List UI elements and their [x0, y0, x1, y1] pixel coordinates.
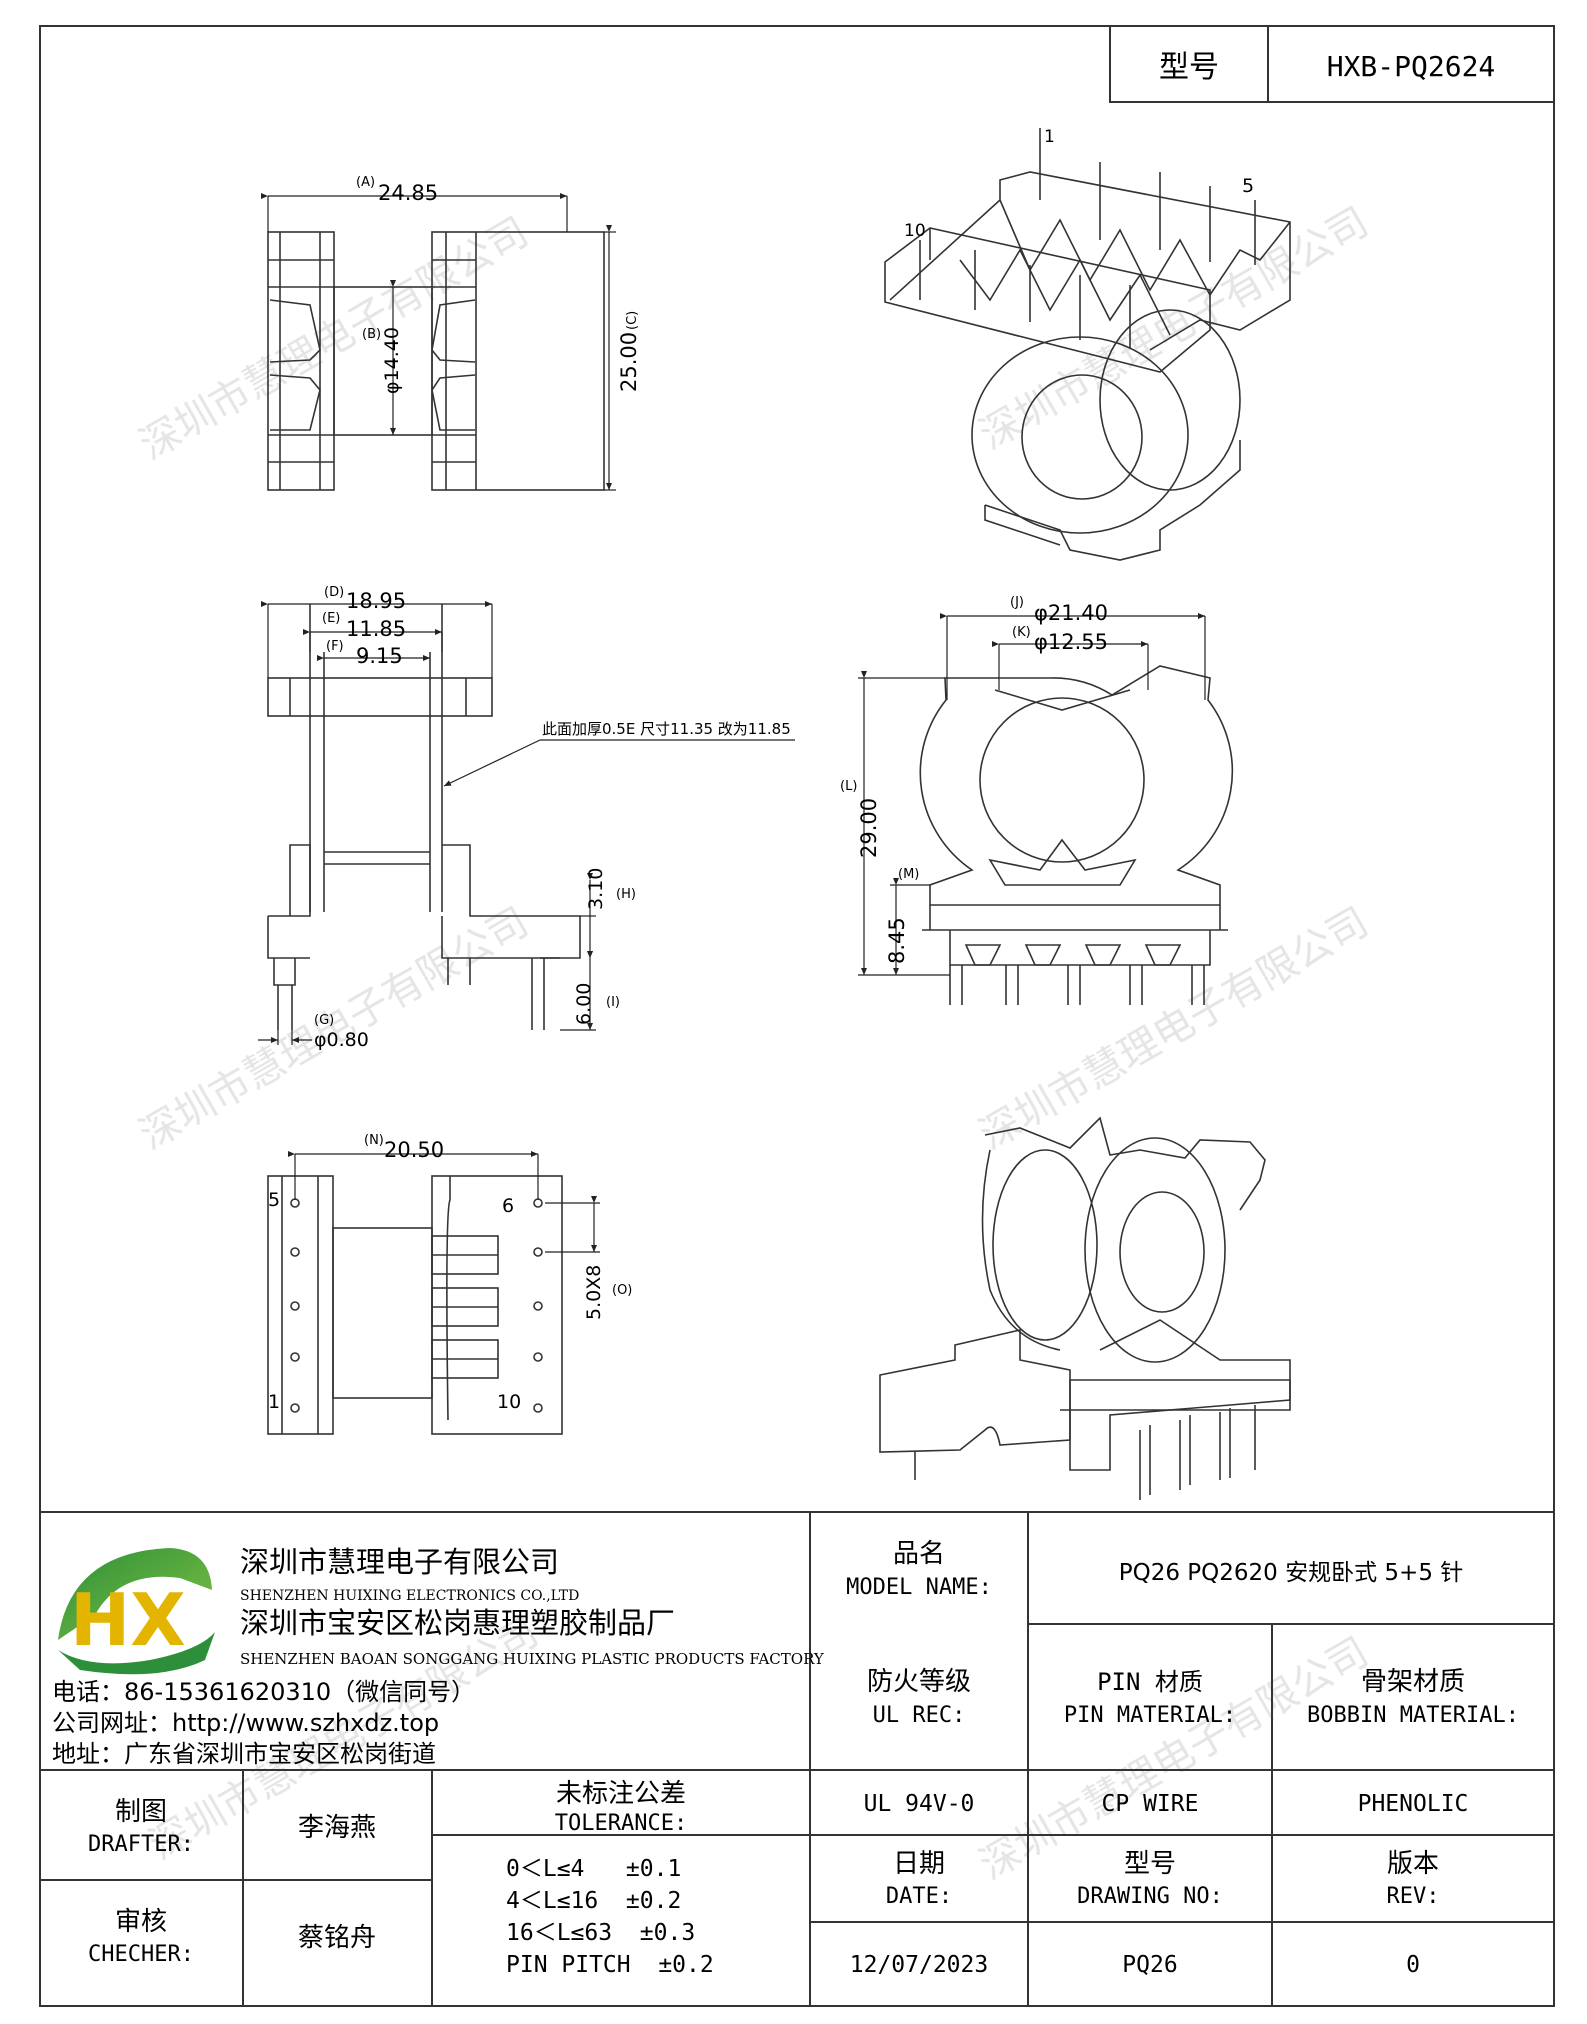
- top-view-dimensions: [261, 193, 616, 491]
- pin-material-label-cn: PIN 材质: [1097, 1668, 1203, 1696]
- rev-value: 0: [1406, 1952, 1420, 1978]
- dim-e-value: 11.85: [346, 617, 406, 641]
- tolerance-label-cn: 未标注公差: [556, 1779, 686, 1809]
- date-label-cn: 日期: [893, 1849, 945, 1879]
- rev-label-en: REV:: [1387, 1884, 1440, 1909]
- iso-pin-10: 10: [904, 221, 926, 241]
- rev-label-cn: 版本: [1387, 1849, 1439, 1879]
- iso-pin-1: 1: [1044, 127, 1055, 147]
- drafter-label-en: DRAFTER:: [88, 1832, 194, 1857]
- dim-l-value: 29.00: [857, 798, 881, 858]
- dim-n-value: 20.50: [384, 1138, 444, 1162]
- pin-label-5: 5: [268, 1189, 280, 1211]
- header-model-value: HXB-PQ2624: [1327, 50, 1496, 83]
- dim-m-value: 8.45: [885, 917, 909, 964]
- drawing-no-label-en: DRAWING NO:: [1077, 1884, 1223, 1909]
- dim-n-tag: (N): [364, 1133, 384, 1148]
- drawing-no-label-cn: 型号: [1124, 1849, 1176, 1879]
- watermark-2: 深圳市慧理电子有限公司: [972, 199, 1376, 459]
- dim-e-tag: (E): [322, 611, 340, 626]
- header-model-box: 型号 HXB-PQ2624: [1109, 25, 1555, 103]
- bobbin-material-value: PHENOLIC: [1358, 1791, 1469, 1817]
- checker-label-en: CHECHER:: [88, 1942, 194, 1967]
- watermark-4: 深圳市慧理电子有限公司: [972, 899, 1376, 1159]
- ul-label-en: UL REC:: [873, 1703, 966, 1728]
- dim-l-tag: (L): [840, 779, 857, 794]
- tolerance-label-en: TOLERANCE:: [555, 1811, 687, 1836]
- dim-d-value: 18.95: [346, 589, 406, 613]
- drafter-label-cn: 制图: [115, 1797, 167, 1827]
- dim-a-tag: (A): [356, 175, 375, 190]
- date-value: 12/07/2023: [850, 1952, 988, 1978]
- factory-name-en: SHENZHEN BAOAN SONGGANG HUIXING PLASTIC …: [240, 1650, 825, 1668]
- bottom-view: [267, 1175, 563, 1435]
- dim-j-tag: (J): [1010, 595, 1024, 610]
- dim-g-value: φ0.80: [314, 1029, 369, 1051]
- top-view: [267, 231, 605, 491]
- company-website: 公司网址：http://www.szhxdz.top: [52, 1709, 439, 1737]
- iso-bottom-view: [879, 1116, 1291, 1500]
- tolerance-row-3: 16＜L≤63 ±0.3: [506, 1920, 695, 1946]
- checker-label-cn: 审核: [115, 1907, 167, 1937]
- logo-text: HX: [70, 1578, 186, 1662]
- dim-d-tag: (D): [324, 585, 344, 600]
- sheet-border: [39, 25, 1555, 2007]
- dim-c-value: 25.00: [617, 332, 641, 392]
- drawing-no-value: PQ26: [1122, 1952, 1177, 1978]
- iso-top-view: [884, 128, 1291, 561]
- dim-f-tag: (F): [326, 639, 344, 654]
- company-phone: 电话：86-15361620310（微信同号）: [52, 1678, 475, 1706]
- checker-value: 蔡铭舟: [298, 1923, 376, 1953]
- side-view-note: 此面加厚0.5E 尺寸11.35 改为11.85: [542, 720, 791, 738]
- tolerance-row-2: 4＜L≤16 ±0.2: [506, 1888, 681, 1914]
- pin-label-6: 6: [502, 1195, 514, 1217]
- date-label-en: DATE:: [886, 1884, 952, 1909]
- ul-value: UL 94V-0: [864, 1791, 975, 1817]
- company-logo: HX: [58, 1548, 215, 1675]
- dim-h-value: 3.10: [585, 868, 607, 910]
- pin-material-value: CP WIRE: [1102, 1791, 1199, 1817]
- pin-label-10: 10: [497, 1391, 521, 1413]
- factory-name-cn: 深圳市宝安区松岗惠理塑胶制品厂: [240, 1606, 675, 1640]
- model-name-label-cn: 品名: [893, 1539, 945, 1569]
- company-name-en: SHENZHEN HUIXING ELECTRONICS CO.,LTD: [240, 1588, 579, 1604]
- dim-i-tag: (I): [606, 995, 620, 1010]
- front-view-pins: [949, 944, 1205, 1005]
- pin-material-label-en: PIN MATERIAL:: [1064, 1703, 1236, 1728]
- tolerance-row-1: 0＜L≤4 ±0.1: [506, 1856, 681, 1882]
- dim-o-tag: (O): [612, 1283, 632, 1298]
- dim-i-value: 6.00: [573, 983, 595, 1025]
- pin-label-1: 1: [268, 1391, 280, 1413]
- bobbin-material-label-cn: 骨架材质: [1361, 1667, 1465, 1697]
- dim-a-value: 24.85: [378, 181, 438, 205]
- dim-b-tag: (B): [362, 327, 381, 342]
- dim-h-tag: (H): [616, 887, 636, 902]
- header-model-label: 型号: [1159, 50, 1219, 85]
- dim-b-value: φ14.40: [381, 327, 403, 394]
- dim-o-value: 5.0X8: [583, 1265, 605, 1320]
- title-block-grid: [40, 1511, 1554, 2006]
- dim-c-tag: (C): [625, 311, 640, 330]
- front-view: [919, 665, 1234, 1005]
- model-name-value: PQ26 PQ2620 安规卧式 5+5 针: [1119, 1560, 1464, 1586]
- side-view-dimensions: [258, 601, 795, 1045]
- dim-k-value: φ12.55: [1034, 630, 1108, 654]
- front-view-dimensions: [858, 613, 1206, 976]
- company-name-cn: 深圳市慧理电子有限公司: [240, 1545, 559, 1579]
- dim-j-value: φ21.40: [1034, 601, 1108, 625]
- ul-label-cn: 防火等级: [867, 1667, 971, 1697]
- tolerance-row-4: PIN PITCH ±0.2: [506, 1952, 714, 1978]
- bottom-view-pin-holes: [290, 1198, 543, 1413]
- iso-pin-5: 5: [1242, 175, 1254, 197]
- drafter-value: 李海燕: [298, 1813, 376, 1843]
- bobbin-material-label-en: BOBBIN MATERIAL:: [1307, 1703, 1519, 1728]
- bottom-view-dimensions: [288, 1151, 600, 1253]
- model-name-label-en: MODEL NAME:: [846, 1575, 992, 1600]
- dim-m-tag: (M): [898, 867, 919, 882]
- company-address: 地址：广东省深圳市宝安区松岗街道: [52, 1740, 436, 1768]
- dim-k-tag: (K): [1012, 625, 1031, 640]
- dim-f-value: 9.15: [356, 644, 403, 668]
- dim-g-tag: (G): [314, 1013, 334, 1028]
